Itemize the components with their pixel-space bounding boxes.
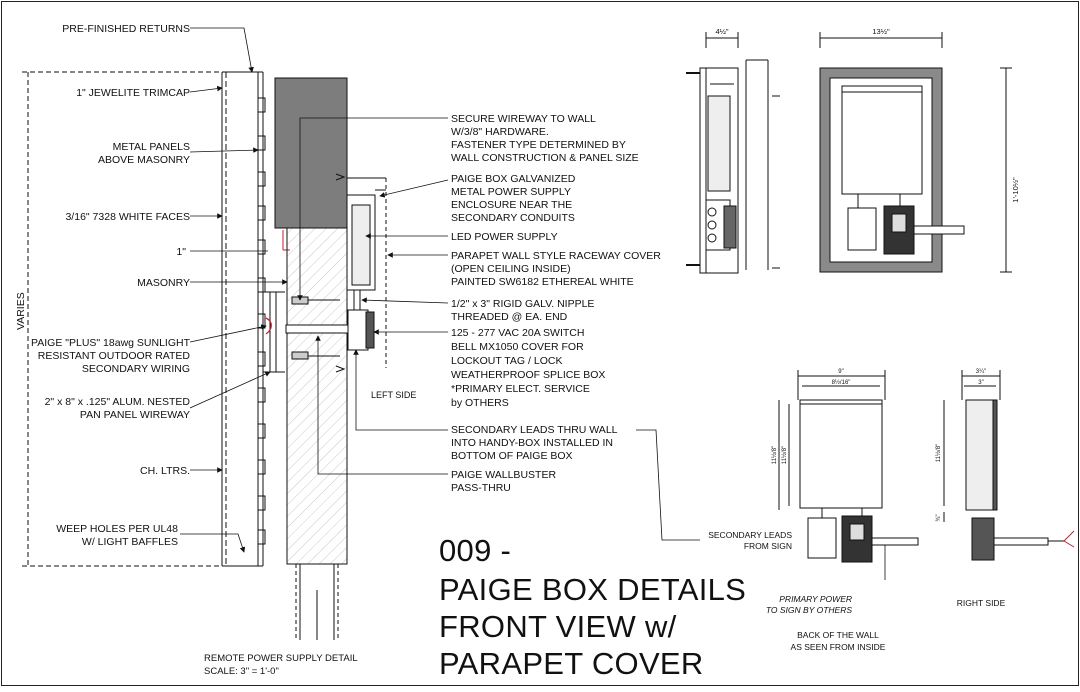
label-masonry: MASONRY <box>137 277 190 289</box>
label-raceway-2: (OPEN CEILING INSIDE) <box>451 263 571 275</box>
label-back-1: BACK OF THE WALL <box>797 630 879 640</box>
title-block: 009 - PAIGE BOX DETAILS FRONT VIEW w/ PA… <box>439 533 746 681</box>
label-switch-6: by OTHERS <box>451 397 509 409</box>
label-primary-2: TO SIGN BY OTHERS <box>766 605 852 615</box>
wall-below <box>295 564 339 640</box>
dim-right-height: 11½/8" <box>935 444 942 462</box>
label-white-faces: 3/16" 7328 WHITE FACES <box>65 211 190 223</box>
label-secure-3: FASTENER TYPE DETERMINED BY <box>451 139 626 151</box>
label-leads-1: SECONDARY LEADS THRU WALL <box>451 424 618 436</box>
dim-back-width-outer: 9" <box>838 369 843 375</box>
label-sec-leads-1: SECONDARY LEADS <box>708 530 792 540</box>
top-right-view <box>819 32 1012 273</box>
label-switch-2: BELL MX1050 COVER FOR <box>451 341 584 353</box>
label-left-side: LEFT SIDE <box>371 390 416 400</box>
title-line-1: 009 - <box>439 533 511 568</box>
paige-box-side <box>335 173 387 373</box>
label-back-2: AS SEEN FROM INSIDE <box>791 642 886 652</box>
label-wallbuster-1: PAIGE WALLBUSTER <box>451 469 556 481</box>
pass-thru <box>285 296 349 360</box>
label-weep-2: W/ LIGHT BAFFLES <box>82 536 178 548</box>
label-led-power: LED POWER SUPPLY <box>451 231 558 243</box>
dim-right-small: ¾" <box>936 514 942 521</box>
label-jewelite-trimcap: 1" JEWELITE TRIMCAP <box>76 87 190 99</box>
label-paigebox-3: ENCLOSURE NEAR THE <box>451 199 572 211</box>
dim-back-width-inner: 8½/16" <box>832 379 851 386</box>
title-line-3: FRONT VIEW w/ <box>439 609 677 644</box>
label-switch-5: *PRIMARY ELECT. SERVICE <box>451 383 590 395</box>
label-prefinished-returns: PRE-FINISHED RETURNS <box>62 23 190 35</box>
label-ch-ltrs: CH. LTRS. <box>140 465 190 477</box>
dim-right-width-inner: 3" <box>978 380 983 386</box>
section-detail <box>22 71 290 567</box>
label-switch-4: WEATHERPROOF SPLICE BOX <box>451 369 605 381</box>
dim-back-height-outer: 11½/8" <box>771 446 778 464</box>
top-left-view <box>686 32 780 274</box>
label-primary-1: PRIMARY POWER <box>779 594 852 604</box>
label-wireway-1: 2" x 8" x .125" ALUM. NESTED <box>45 396 191 408</box>
label-secure-4: WALL CONSTRUCTION & PANEL SIZE <box>451 152 639 164</box>
back-wall-view <box>778 370 919 563</box>
leader-lines <box>180 27 886 580</box>
masonry-wall <box>286 227 348 565</box>
label-paigebox-2: METAL POWER SUPPLY <box>451 186 571 198</box>
label-plus-wire-1: PAIGE "PLUS" 18awg SUNLIGHT <box>31 337 191 349</box>
label-remote-2: SCALE: 3" = 1'-0" <box>204 666 279 677</box>
label-switch-3: LOCKOUT TAG / LOCK <box>451 355 562 367</box>
title-line-4: PARAPET COVER <box>439 646 704 681</box>
label-weep-1: WEEP HOLES PER UL48 <box>56 523 178 535</box>
label-remote-1: REMOTE POWER SUPPLY DETAIL <box>204 653 358 664</box>
dim-back-height-inner: 11½/8" <box>781 446 788 464</box>
label-metal-panels-2: ABOVE MASONRY <box>98 154 190 166</box>
label-secure-2: W/3/8" HARDWARE. <box>451 126 549 138</box>
label-wireway-2: PAN PANEL WIREWAY <box>80 409 190 421</box>
label-sec-leads-2: FROM SIGN <box>744 541 792 551</box>
label-raceway-1: PARAPET WALL STYLE RACEWAY COVER <box>451 250 661 262</box>
label-right-side: RIGHT SIDE <box>957 598 1006 608</box>
label-paigebox-1: PAIGE BOX GALVANIZED <box>451 173 576 185</box>
label-metal-panels-1: METAL PANELS <box>113 141 190 153</box>
title-line-2: PAIGE BOX DETAILS <box>439 572 746 607</box>
label-plus-wire-2: RESISTANT OUTDOOR RATED <box>38 350 191 362</box>
label-leads-3: BOTTOM OF PAIGE BOX <box>451 450 573 462</box>
label-raceway-3: PAINTED SW6182 ETHEREAL WHITE <box>451 276 634 288</box>
label-switch-1: 125 - 277 VAC 20A SWITCH <box>451 327 584 339</box>
dim-top-right-height: 1'-10½" <box>1011 177 1020 203</box>
label-varies: VARIES <box>15 292 27 330</box>
label-plus-wire-3: SECONDARY WIRING <box>82 363 190 375</box>
label-leads-2: INTO HANDY-BOX INSTALLED IN <box>451 437 613 449</box>
dim-right-width-outer: 3¼" <box>976 369 986 375</box>
label-paigebox-4: SECONDARY CONDUITS <box>451 212 575 224</box>
label-secure-1: SECURE WIREWAY TO WALL <box>451 113 596 125</box>
label-wallbuster-2: PASS-THRU <box>451 482 511 494</box>
label-nipple-1: 1/2" x 3" RIGID GALV. NIPPLE <box>451 298 594 310</box>
metal-panel-wall <box>274 77 348 229</box>
dim-top-right-width: 13½" <box>872 27 890 36</box>
label-one-inch: 1" <box>176 246 186 258</box>
label-nipple-2: THREADED @ EA. END <box>451 311 568 323</box>
right-side-view <box>943 370 1075 561</box>
dim-top-left-width: 4½" <box>715 27 728 36</box>
